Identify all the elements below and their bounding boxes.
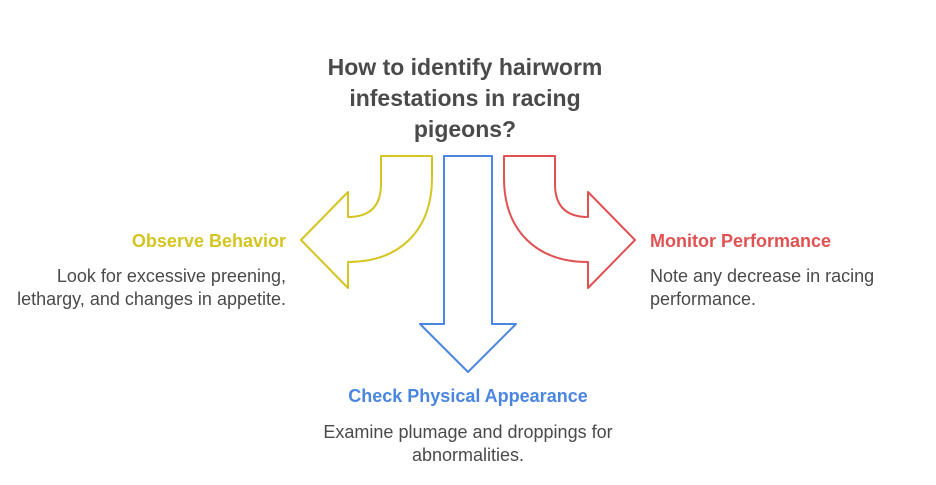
left-curved-arrow [300, 155, 433, 289]
check-appearance-heading: Check Physical Appearance [348, 386, 588, 406]
check-appearance-text: Examine plumage and droppings for abnorm… [323, 422, 613, 465]
monitor-performance-text: Note any decrease in racing performance. [650, 266, 875, 309]
center-down-arrow [419, 155, 517, 373]
monitor-performance-heading: Monitor Performance [650, 231, 832, 251]
diagram-title: How to identify hairworm infestations in… [327, 54, 603, 142]
observe-behavior-heading: Observe Behavior [131, 231, 286, 251]
observe-behavior-text: Look for excessive preening, lethargy, a… [17, 266, 286, 309]
right-curved-arrow [503, 155, 636, 289]
